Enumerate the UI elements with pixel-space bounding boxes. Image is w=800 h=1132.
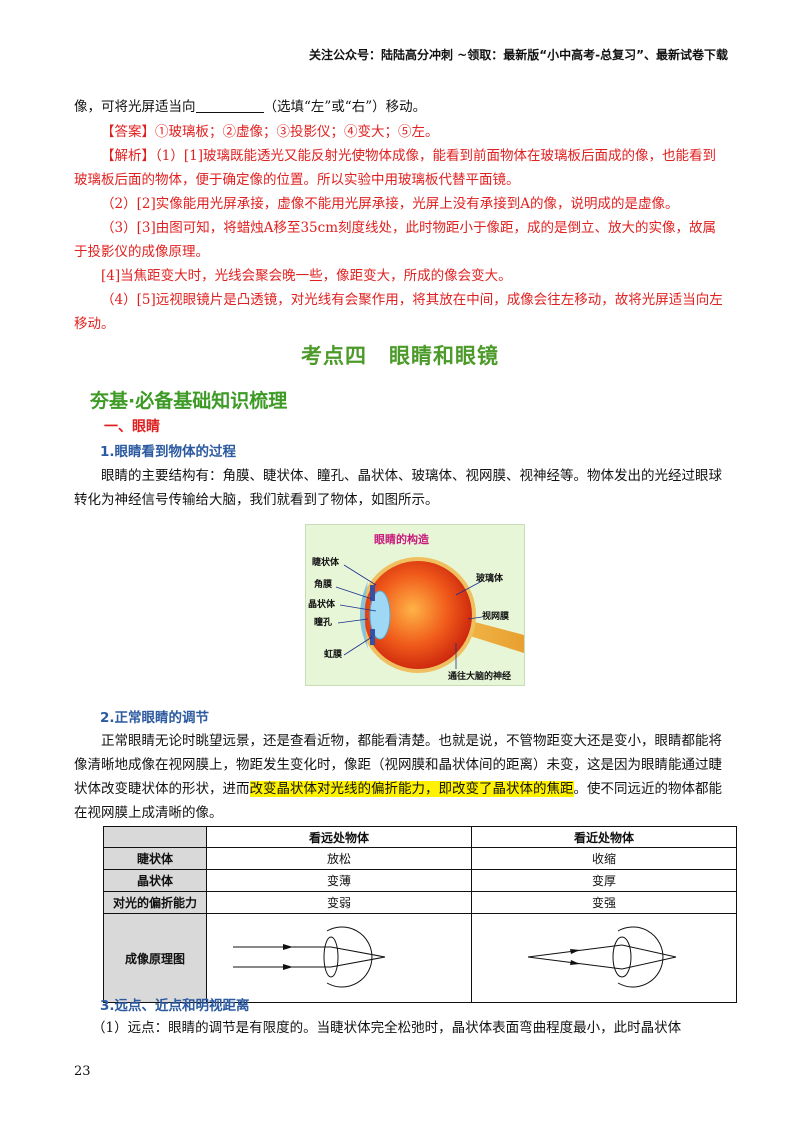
eye-structure-figure: 眼睛的构造 睫状体 角膜 晶状体 瞳孔 — [305, 524, 525, 686]
adjustment-text-after: 。使不同远近的物体都能在视网膜上成清晰的像。 — [74, 781, 722, 821]
adjustment-highlight: 改变晶状体对光线的偏折能力，即改变了晶状体的焦距 — [249, 781, 574, 797]
analysis-paragraph-1: 【解析】（1）[1]玻璃既能透光又能反射光使物体成像，能看到前面物体在玻璃板后面… — [74, 148, 716, 188]
table-row: 对光的偏折能力 变弱 变强 — [103, 891, 737, 914]
iris-top-shape — [370, 585, 375, 601]
label-ciliary: 睫状体 — [312, 556, 340, 568]
table-row: 晶状体 变薄 变厚 — [103, 869, 737, 892]
cornea-shape — [360, 581, 368, 649]
intro-line: 像，可将光屏适当向 （选填“左”或“右”）移动。 — [74, 95, 726, 119]
cell-near-ciliary: 收缩 — [471, 847, 737, 870]
label-cornea: 角膜 — [314, 578, 333, 590]
table-corner-cell — [103, 826, 207, 848]
heading-far-near-point: 3.远点、近点和明视距离 — [100, 998, 250, 1014]
paragraph-adjustment: 正常眼睛无论时眺望远景，还是查看近物，都能看清楚。也就是说，不管物距变大还是变小… — [74, 729, 726, 825]
eye-diagram: 眼睛的构造 睫状体 角膜 晶状体 瞳孔 — [308, 532, 524, 682]
label-iris: 虹膜 — [324, 648, 343, 660]
page-number: 23 — [74, 1064, 91, 1079]
section-heading: 夯基·必备基础知识梳理 — [90, 390, 288, 412]
cell-near-lens: 变厚 — [471, 869, 737, 892]
row-label-refraction: 对光的偏折能力 — [103, 891, 207, 914]
analysis-paragraph-2: （2）[2]实像能用光屏承接，虚像不能用光屏承接，光屏上没有承接到A的像，说明成… — [101, 196, 679, 212]
analysis-paragraph-3: （3）[3]由图可知，将蜡烛A移至35cm刻度线处，此时物距小于像距，成的是倒立… — [74, 220, 717, 260]
adjustment-text-before: 正常眼睛无论时眺望远景，还是查看近物，都能看清楚。也就是说，不管物距变大还是变小… — [74, 733, 722, 797]
label-pupil: 瞳孔 — [314, 616, 332, 628]
column-header-far: 看远处物体 — [206, 826, 472, 848]
cell-far-refraction: 变弱 — [206, 891, 472, 914]
cell-far-ciliary: 放松 — [206, 847, 472, 870]
near-vision-diagram-cell — [471, 913, 737, 1003]
row-label-lens: 晶状体 — [103, 869, 207, 892]
column-header-near: 看近处物体 — [471, 826, 737, 848]
iris-bottom-shape — [370, 629, 375, 645]
table-row: 睫状体 放松 收缩 — [103, 847, 737, 870]
heading-adjustment: 2.正常眼睛的调节 — [100, 710, 210, 726]
intro-text-before: 像，可将光屏适当向 — [74, 99, 196, 115]
answer-line: 【答案】①玻璃板；②虚像；③投影仪；④变大；⑤左。 — [101, 124, 439, 140]
eyeball-shape — [364, 561, 472, 669]
label-retina: 视网膜 — [482, 610, 510, 622]
comparison-table: 看远处物体 看近处物体 睫状体 放松 收缩 晶状体 变薄 变厚 对光的偏折能力 … — [103, 826, 737, 1003]
paragraph-far-point: （1）远点：眼睛的调节是有限度的。当睫状体完全松弛时，晶状体表面弯曲程度最小，此… — [92, 1020, 682, 1036]
table-row-diagram: 成像原理图 — [103, 913, 737, 1003]
header-note: 关注公众号：陆陆高分冲刺 ~领取：最新版“小中高考-总复习”、最新试卷下载 — [309, 48, 728, 62]
row-label-diagram: 成像原理图 — [103, 913, 207, 1003]
label-vitreous: 玻璃体 — [476, 572, 504, 584]
lens-shape — [369, 590, 391, 640]
near-vision-ray-diagram — [527, 926, 677, 987]
kaodian-title: 考点四 眼睛和眼镜 — [301, 344, 499, 368]
far-vision-ray-diagram — [233, 926, 386, 987]
label-lens: 晶状体 — [308, 598, 336, 610]
row-label-ciliary: 睫状体 — [103, 847, 207, 870]
paragraph-structure: 眼睛的主要结构有：角膜、睫状体、瞳孔、晶状体、玻璃体、视网膜、视神经等。物体发出… — [74, 468, 722, 508]
figure-title: 眼睛的构造 — [374, 532, 430, 546]
analysis-paragraph-5: （4）[5]远视眼镜片是凸透镜，对光线有会聚作用，将其放在中间，成像会往左移动，… — [74, 292, 723, 332]
label-nerve: 通往大脑的神经 — [448, 670, 511, 682]
subsection-eye: 一、眼睛 — [104, 419, 160, 435]
analysis-paragraph-4: [4]当焦距变大时，光线会聚会晚一些，像距变大，所成的像会变大。 — [101, 268, 512, 284]
fill-blank — [195, 98, 264, 113]
cell-far-lens: 变薄 — [206, 869, 472, 892]
intro-text-after: （选填“左”或“右”）移动。 — [263, 99, 427, 115]
heading-process: 1.眼睛看到物体的过程 — [100, 444, 237, 460]
cell-near-refraction: 变强 — [471, 891, 737, 914]
far-vision-diagram-cell — [206, 913, 472, 1003]
table-header-row: 看远处物体 看近处物体 — [103, 826, 737, 848]
